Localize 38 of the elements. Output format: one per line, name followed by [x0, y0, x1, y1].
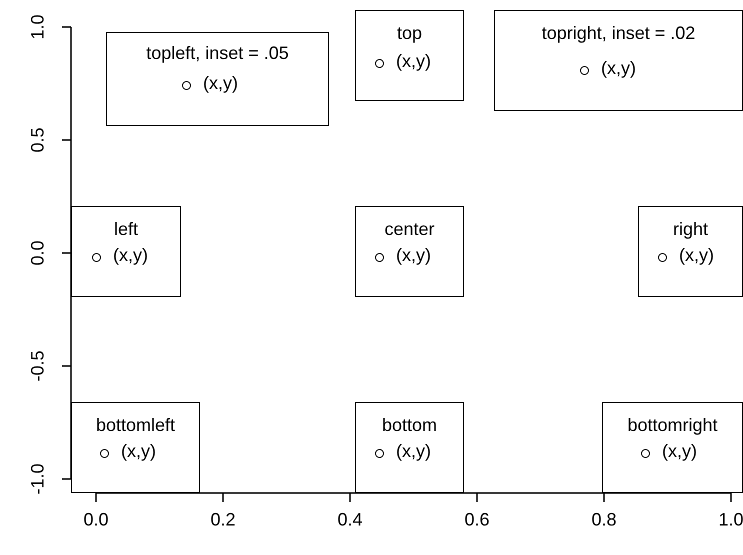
legend-box [71, 206, 181, 297]
tick-label: 0.0 [28, 240, 48, 266]
legend-title: top [396, 23, 424, 44]
legend-entry: (x,y) [113, 245, 148, 266]
tick-label: 0.8 [591, 510, 617, 530]
legend-box [71, 402, 200, 493]
legend-box [494, 10, 743, 111]
legend-box [355, 206, 464, 297]
tick-label: 0.5 [28, 127, 48, 153]
legend-entry: (x,y) [396, 51, 431, 72]
legend-title: topright, inset = .02 [540, 23, 696, 44]
legend-title: bottomright [626, 415, 719, 436]
legend-entry: (x,y) [203, 73, 238, 94]
tick-label: 0.4 [337, 510, 363, 530]
legend-box [355, 402, 464, 493]
legend-entry: (x,y) [662, 441, 697, 462]
legend-entry: (x,y) [396, 245, 431, 266]
legend-entry: (x,y) [121, 441, 156, 462]
legend-box [602, 402, 743, 493]
legend-box [106, 32, 329, 126]
tick-label: 0.0 [83, 510, 109, 530]
legend-title: bottom [380, 415, 438, 436]
tick-label: 0.6 [464, 510, 490, 530]
tick-label: 1.0 [28, 14, 48, 40]
legend-title: right [672, 219, 709, 240]
tick-label: 1.0 [718, 510, 743, 530]
legend-box [355, 10, 464, 101]
legend-title: topleft, inset = .05 [145, 43, 290, 64]
tick-label: 0.2 [210, 510, 236, 530]
tick-label: -0.5 [28, 350, 48, 382]
legend-box [638, 206, 743, 297]
legend-entry: (x,y) [396, 441, 431, 462]
legend-entry: (x,y) [601, 58, 636, 79]
legend-title: left [112, 219, 139, 240]
legend-entry: (x,y) [679, 245, 714, 266]
tick-label: -1.0 [28, 463, 48, 495]
legend-title: center [383, 219, 436, 240]
legend-title: bottomleft [94, 415, 176, 436]
